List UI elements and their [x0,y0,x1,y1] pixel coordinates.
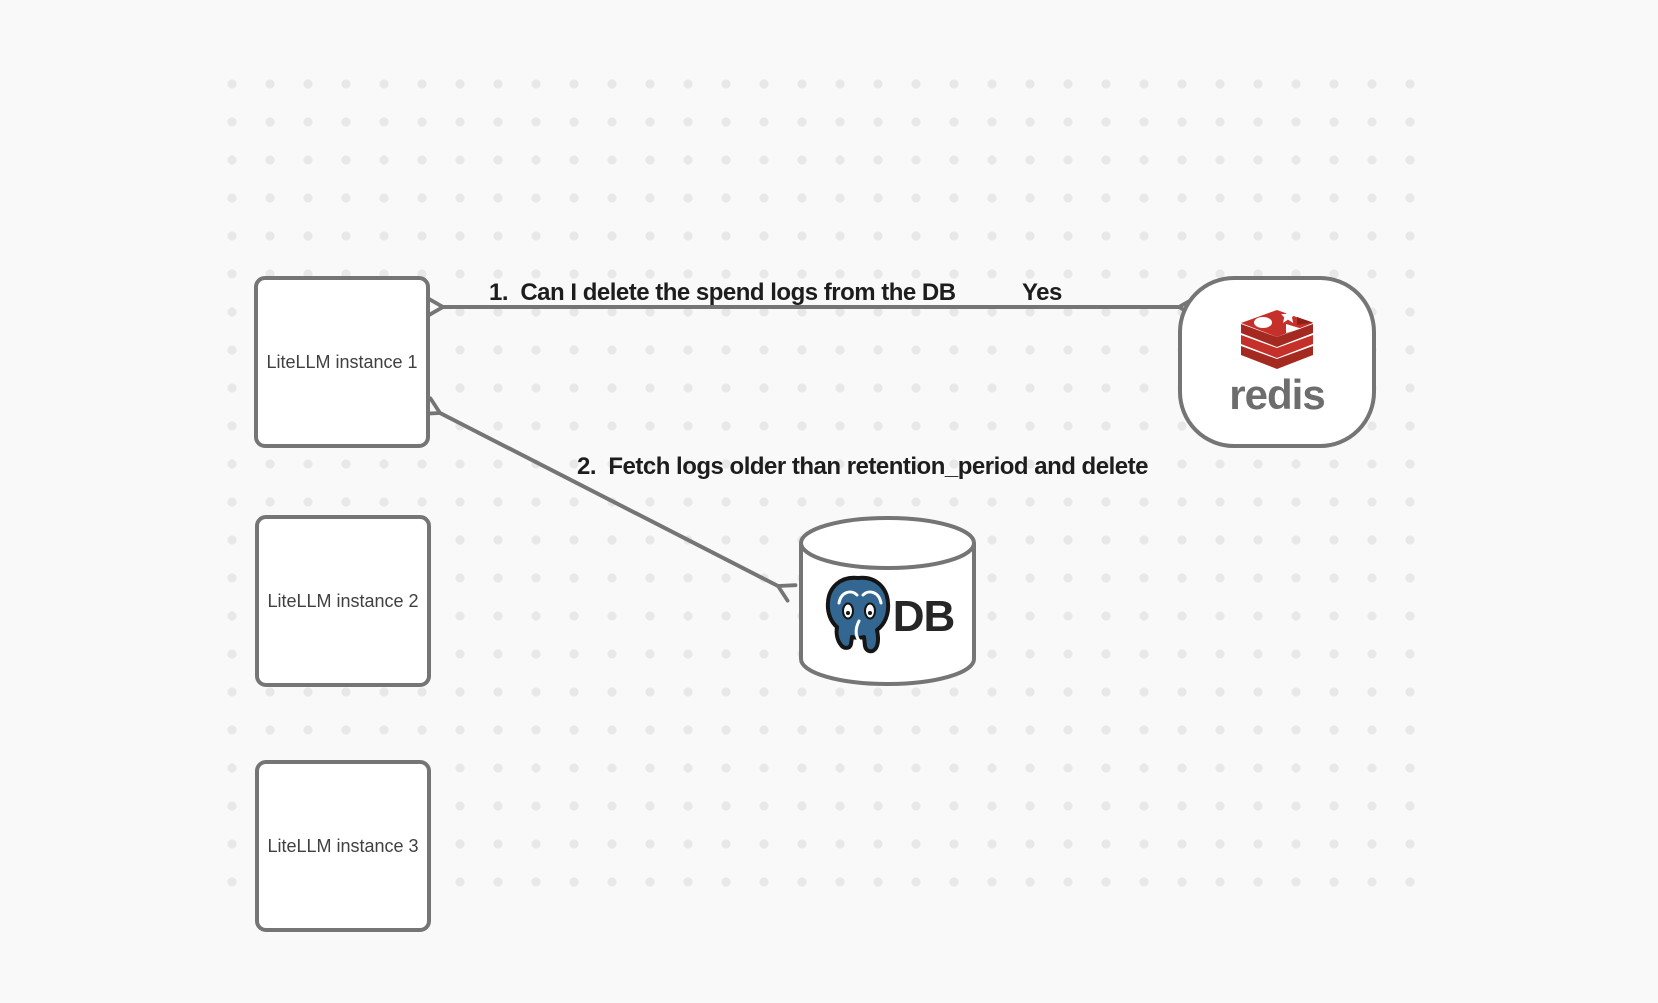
node-litellm-instance-1: LiteLLM instance 1 [254,276,430,448]
node-litellm-instance-1-label: LiteLLM instance 1 [266,351,418,372]
postgresql-elephant-icon [825,575,890,654]
node-litellm-instance-2: LiteLLM instance 2 [255,515,431,687]
db-label: DB [892,592,956,641]
redis-logo-icon [1241,309,1313,369]
edge1-response-label: Yes [1022,279,1062,306]
edge2-label: 2. Fetch logs older than retention_perio… [577,453,1148,480]
node-litellm-instance-3: LiteLLM instance 3 [255,760,431,932]
node-redis: redis [1178,276,1376,448]
redis-wordmark: redis [1229,371,1325,418]
node-litellm-instance-2-label: LiteLLM instance 2 [267,590,419,611]
node-database: DB [798,515,977,689]
node-litellm-instance-3-label: LiteLLM instance 3 [267,835,419,856]
edge1-label: 1. Can I delete the spend logs from the … [489,279,956,306]
database-content: DB [798,575,977,659]
